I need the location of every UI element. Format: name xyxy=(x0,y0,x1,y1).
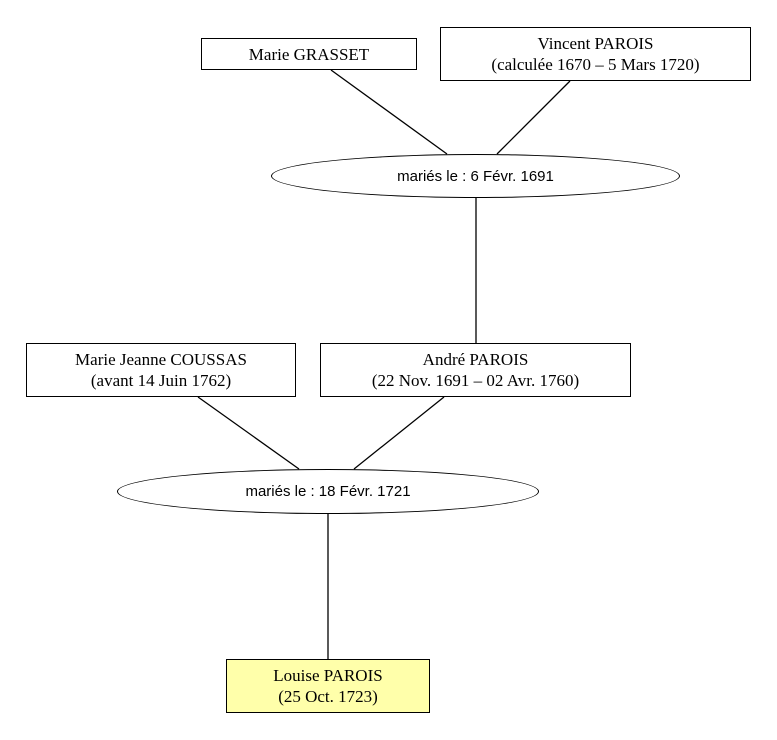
marriage-node-1721: mariés le : 18 Févr. 1721 xyxy=(117,469,539,514)
connector-coussas-marriage1721 xyxy=(197,396,300,470)
person-name: Louise PAROIS xyxy=(273,666,383,685)
person-box-louise-parois[interactable]: Louise PAROIS (25 Oct. 1723) xyxy=(226,659,430,713)
marriage-label: mariés le : 18 Févr. 1721 xyxy=(245,483,411,500)
person-box-vincent-parois[interactable]: Vincent PAROIS (calculée 1670 – 5 Mars 1… xyxy=(440,27,751,81)
connector-andre-marriage1721 xyxy=(353,396,445,470)
connector-vincent-marriage1691 xyxy=(496,80,571,155)
person-name: André PAROIS xyxy=(422,350,529,369)
person-dates: (calculée 1670 – 5 Mars 1720) xyxy=(491,55,700,74)
person-name: Marie GRASSET xyxy=(248,44,370,64)
person-name: Vincent PAROIS xyxy=(537,34,654,53)
marriage-node-1691: mariés le : 6 Févr. 1691 xyxy=(271,154,680,198)
connector-grasset-marriage1691 xyxy=(330,69,448,155)
person-name: Marie Jeanne COUSSAS xyxy=(75,350,247,369)
person-box-marie-grasset[interactable]: Marie GRASSET xyxy=(201,38,417,70)
person-box-andre-parois[interactable]: André PAROIS (22 Nov. 1691 – 02 Avr. 176… xyxy=(320,343,631,397)
person-dates: (avant 14 Juin 1762) xyxy=(90,371,232,390)
person-box-marie-jeanne-coussas[interactable]: Marie Jeanne COUSSAS (avant 14 Juin 1762… xyxy=(26,343,296,397)
marriage-label: mariés le : 6 Févr. 1691 xyxy=(397,167,554,185)
person-dates: (25 Oct. 1723) xyxy=(278,687,378,706)
person-dates: (22 Nov. 1691 – 02 Avr. 1760) xyxy=(371,371,580,390)
